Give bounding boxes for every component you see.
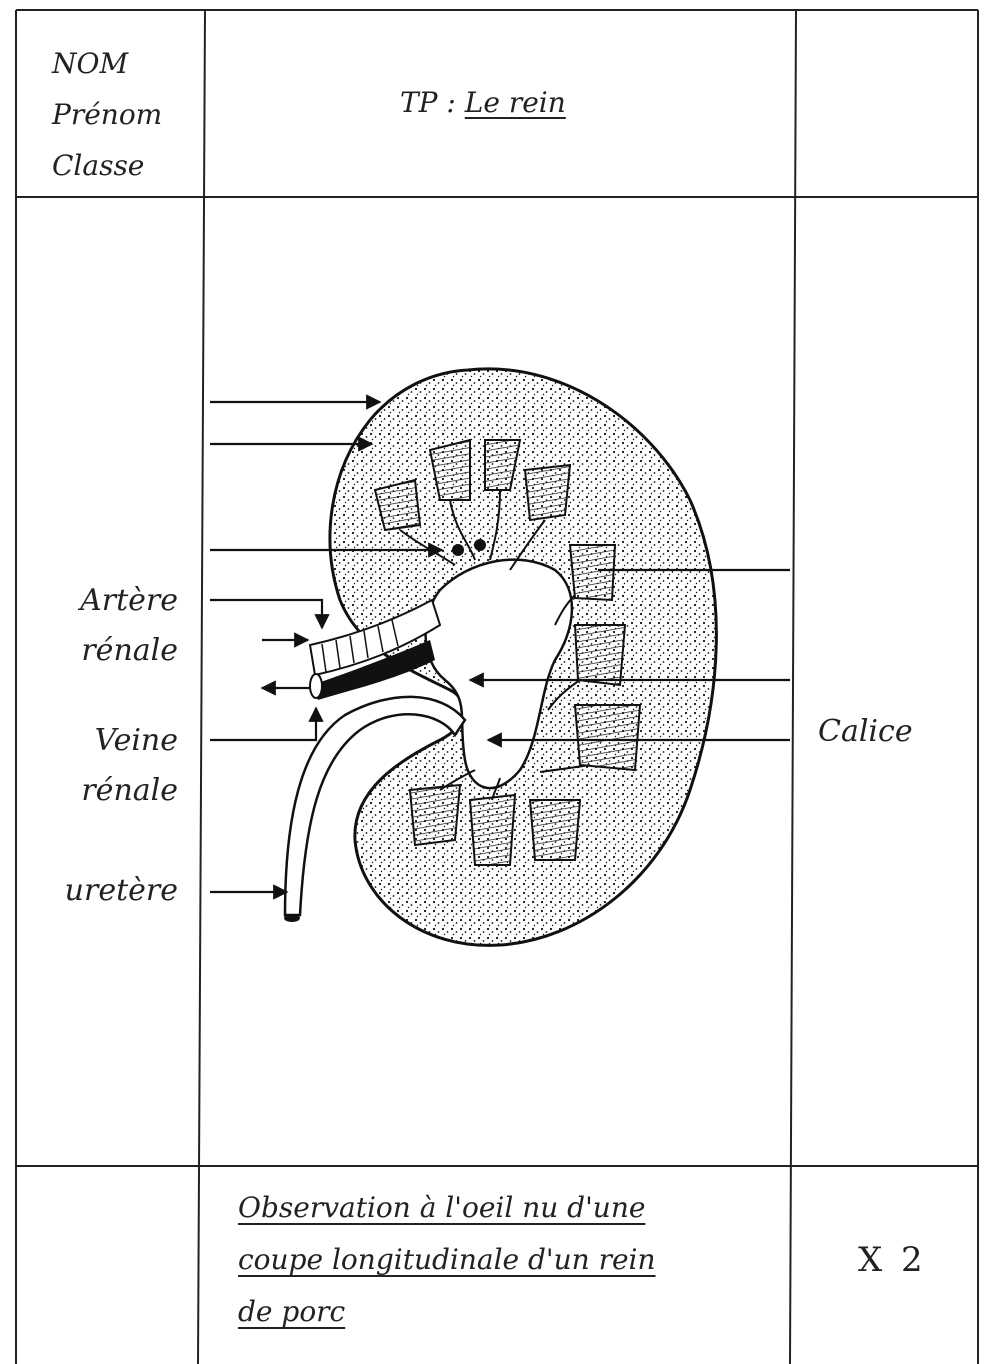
label-line: rénale: [80, 626, 178, 676]
vessel-dot: [452, 544, 464, 556]
pointer-arrow: [210, 600, 322, 628]
magnification: X 2: [858, 1240, 927, 1280]
field-nom: NOM: [52, 38, 162, 89]
label-calyx: Calice: [818, 714, 913, 749]
pointer-arrow: [210, 708, 316, 740]
caption-line: Observation à l'oeil nu d'une: [238, 1182, 758, 1234]
label-renal-vein: Veine rénale: [81, 716, 178, 816]
title-main: Le rein: [465, 86, 566, 119]
vessel-opening: [310, 674, 322, 698]
student-info: NOM Prénom Classe: [52, 38, 162, 191]
label-line: Artère: [80, 576, 178, 626]
label-renal-artery: Artère rénale: [80, 576, 178, 676]
figure-caption: Observation à l'oeil nu d'une coupe long…: [238, 1182, 758, 1338]
caption-line: coupe longitudinale d'un rein: [238, 1234, 758, 1286]
title-prefix: TP :: [400, 86, 465, 119]
label-line: rénale: [81, 766, 178, 816]
ureter-opening: [284, 914, 300, 922]
label-line: Veine: [81, 716, 178, 766]
vessel-dot: [474, 539, 486, 551]
kidney-section: [284, 369, 716, 945]
label-ureter: uretère: [65, 866, 178, 916]
caption-line: de porc: [238, 1286, 758, 1338]
page-title: TP : Le rein: [400, 86, 566, 119]
field-classe: Classe: [52, 140, 162, 191]
field-prenom: Prénom: [52, 89, 162, 140]
